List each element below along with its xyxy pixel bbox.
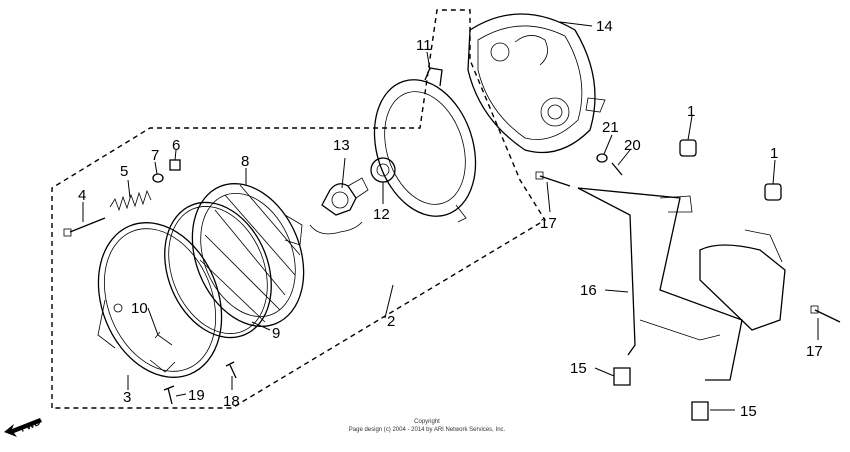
assembly-boundary <box>51 9 546 409</box>
copyright-line-2: Page design (c) 2004 - 2014 by ARI Netwo… <box>349 427 506 433</box>
grommet-1b <box>764 183 782 201</box>
callout-19: 19 <box>188 387 205 404</box>
grommet-1a <box>679 139 697 157</box>
screw-18 <box>225 361 237 379</box>
setting-ring <box>164 201 272 339</box>
headlight-bracket <box>577 187 786 381</box>
callout-7: 7 <box>151 147 159 164</box>
callout-20: 20 <box>624 137 641 154</box>
callout-10: 10 <box>131 300 148 317</box>
headlight-unit <box>191 183 305 327</box>
bolt-17b <box>810 305 841 323</box>
callout-14: 14 <box>596 18 613 35</box>
headlight-housing <box>373 67 477 223</box>
callout-17a: 17 <box>540 215 557 232</box>
callout-12: 12 <box>373 206 390 223</box>
callout-8: 8 <box>241 153 249 170</box>
callout-17b: 17 <box>806 343 823 360</box>
screw-19 <box>163 385 175 405</box>
collar-15b <box>691 401 709 421</box>
callout-3: 3 <box>123 389 131 406</box>
nut-6 <box>169 159 181 171</box>
bolt-17a <box>535 171 571 187</box>
callout-18: 18 <box>223 393 240 410</box>
callout-13: 13 <box>333 137 350 154</box>
callout-9: 9 <box>272 325 280 342</box>
adjusting-screw <box>63 217 106 237</box>
headlight-bulb <box>309 177 369 235</box>
copyright-line-1: Copyright <box>414 419 440 425</box>
callout-21: 21 <box>602 119 619 136</box>
callout-4: 4 <box>78 187 86 204</box>
forward-arrow-icon <box>4 418 42 437</box>
washer-21 <box>596 153 608 163</box>
fwd-label: FWD <box>19 417 42 434</box>
spring <box>109 189 152 212</box>
bolt-20 <box>611 162 623 176</box>
grommet <box>370 157 396 183</box>
callout-6: 6 <box>172 137 180 154</box>
callout-11: 11 <box>416 37 432 54</box>
headlight-rim <box>97 222 223 378</box>
callout-16: 16 <box>580 282 597 299</box>
callout-5: 5 <box>120 163 128 180</box>
leader-lines <box>82 21 819 411</box>
collar-15a <box>613 367 631 386</box>
headlight-case <box>467 13 606 154</box>
callout-15a: 15 <box>570 360 587 377</box>
callout-1b: 1 <box>770 145 778 162</box>
callout-1a: 1 <box>687 103 695 120</box>
washer-7 <box>152 173 164 183</box>
callout-2: 2 <box>387 313 395 330</box>
callout-15b: 15 <box>740 403 757 420</box>
